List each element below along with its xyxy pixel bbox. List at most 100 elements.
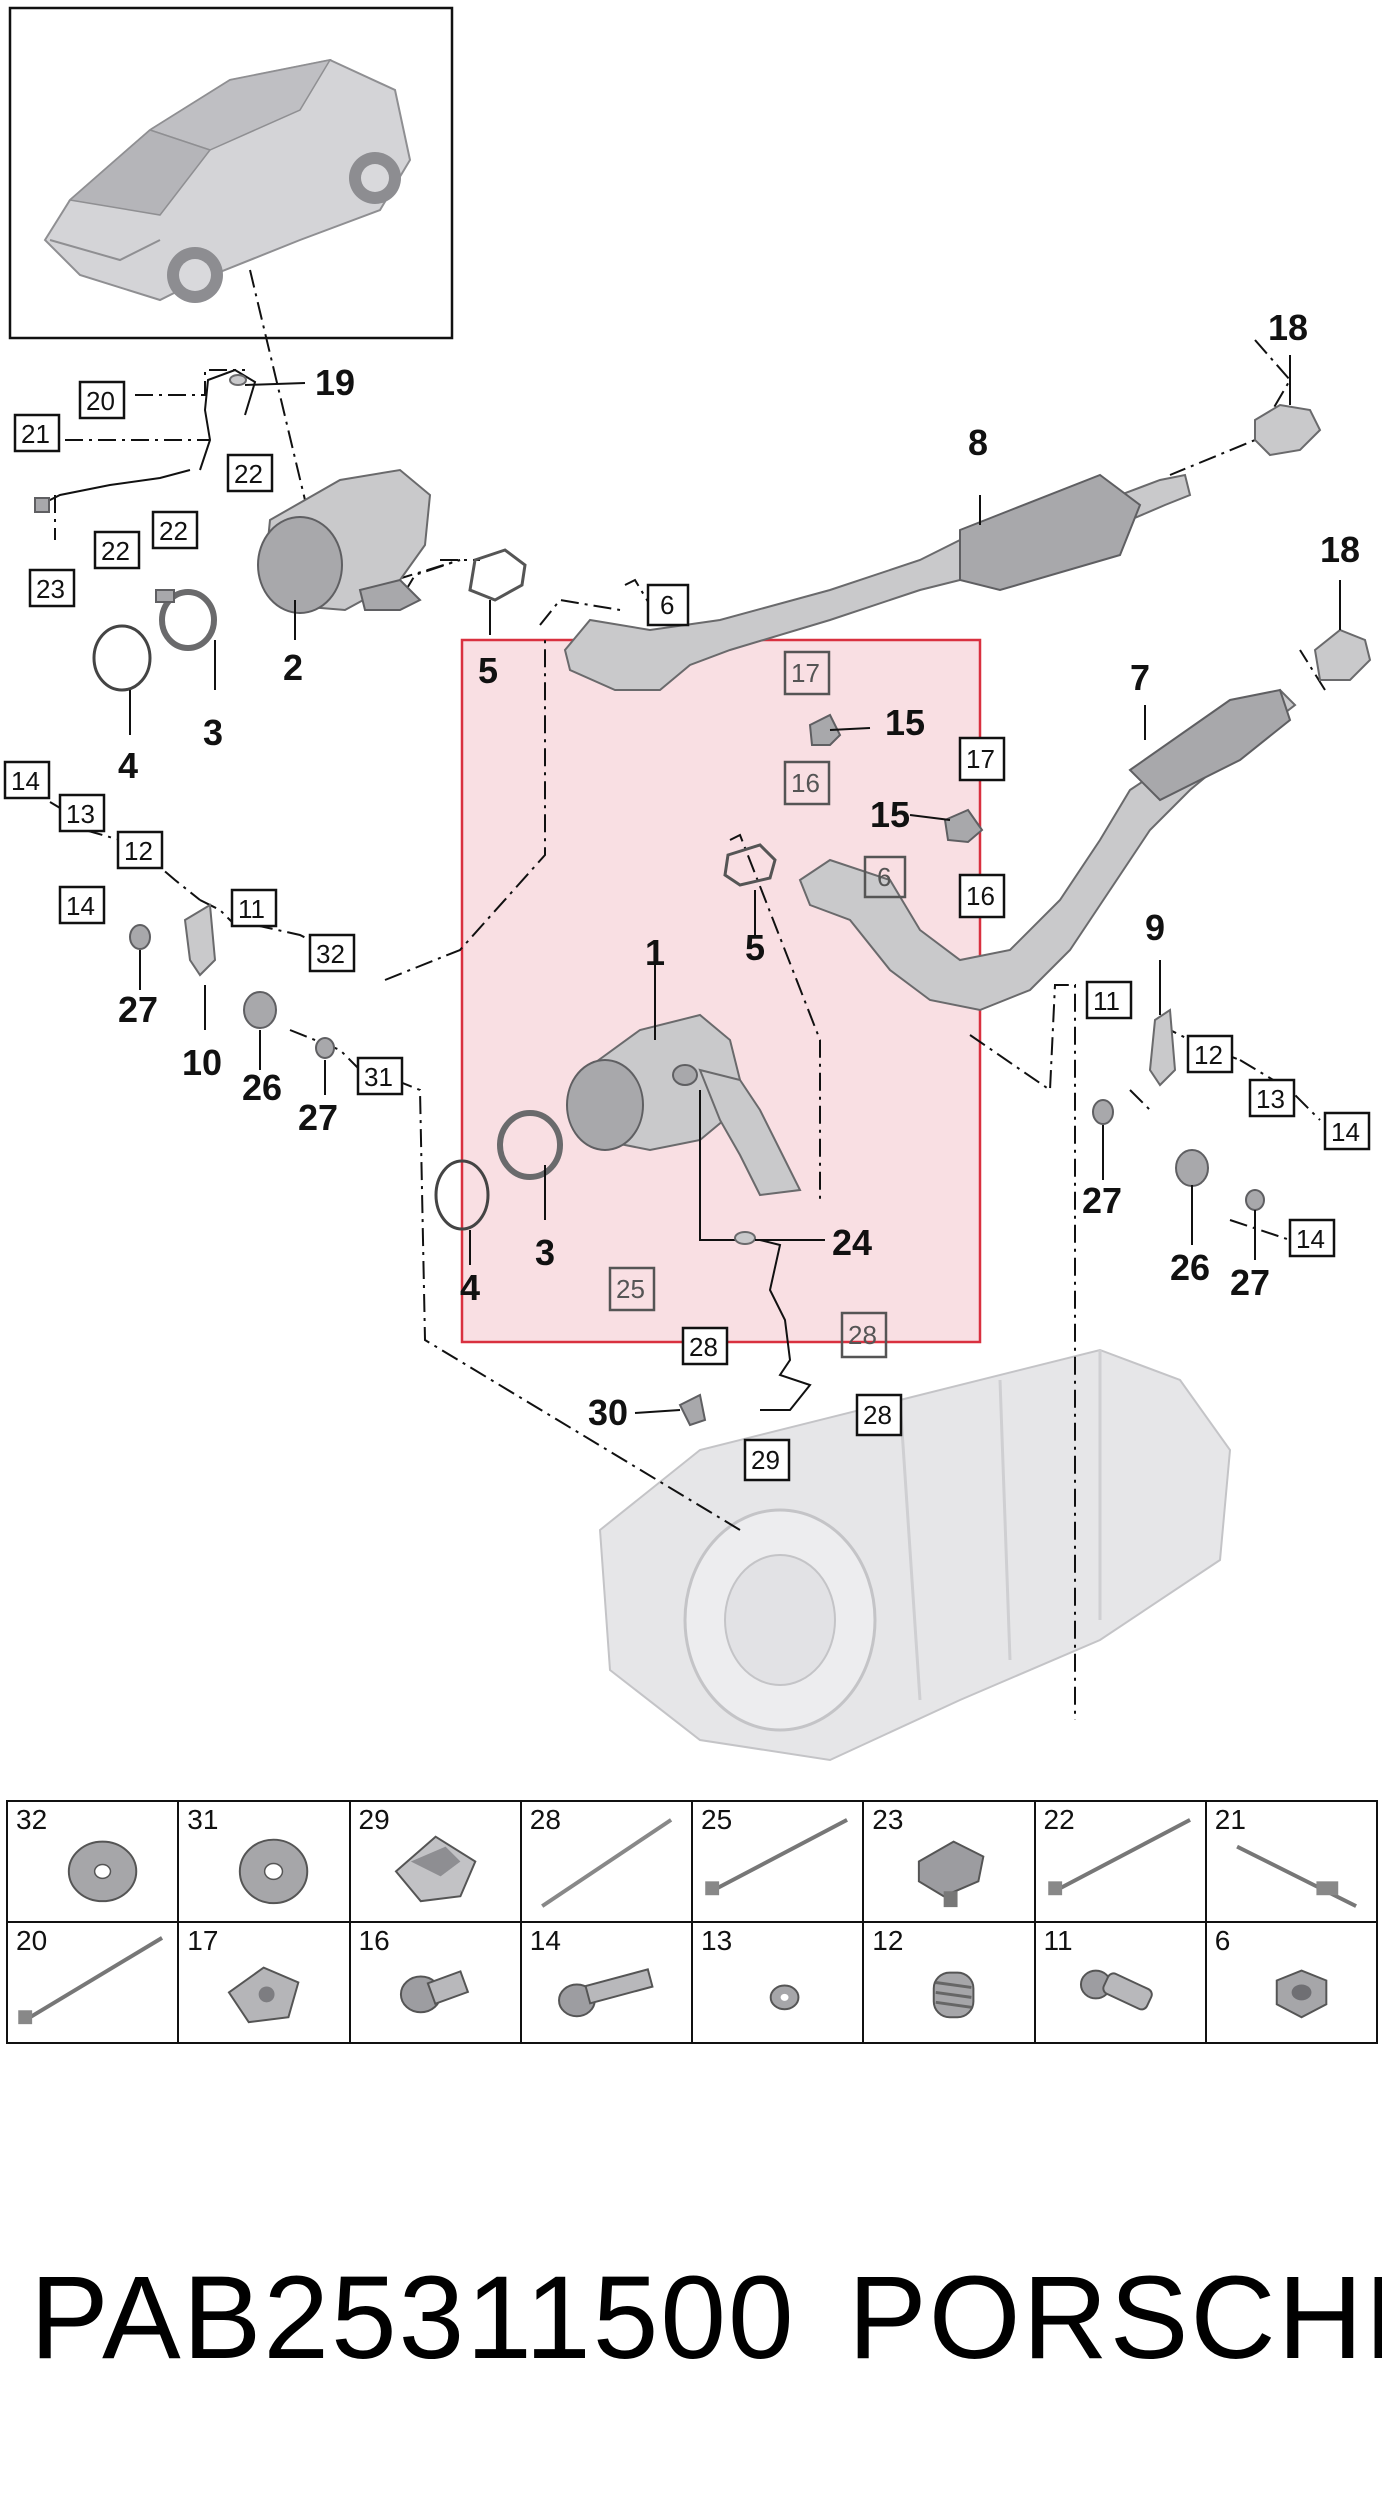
callout-2: 2 — [283, 647, 303, 688]
box-23: 23 — [28, 568, 76, 608]
box-21: 21 — [13, 413, 61, 453]
solid-leaders — [129, 355, 1341, 1414]
callout-10: 10 — [182, 1042, 222, 1083]
box-20: 20 — [78, 380, 126, 420]
svg-text:14: 14 — [1331, 1117, 1360, 1147]
box-12-a: 12 — [116, 830, 164, 870]
washer-icon — [769, 1984, 800, 2011]
brand-label: PORSCHE — [848, 2252, 1382, 2384]
box-14-a: 14 — [3, 760, 51, 800]
box-25: 25 — [608, 1266, 656, 1312]
svg-text:28: 28 — [689, 1332, 718, 1362]
box-28-c: 28 — [855, 1393, 903, 1437]
part-code-label: PAB25311500 — [30, 2252, 796, 2384]
svg-text:14: 14 — [66, 891, 95, 921]
clip-nut-icon — [227, 1966, 300, 2024]
parts-row-2: 20 17 16 14 — [5, 1921, 1379, 2044]
clamp-3-top — [155, 589, 217, 651]
svg-text:17: 17 — [966, 744, 995, 774]
svg-text:13: 13 — [66, 799, 95, 829]
box-11-b: 11 — [1085, 980, 1133, 1020]
hardware-right — [1092, 1008, 1265, 1211]
connector-icon — [918, 1840, 985, 1908]
cable-tie-icon — [1047, 1818, 1191, 1896]
washer-icon — [239, 1838, 309, 1905]
svg-text:12: 12 — [124, 836, 153, 866]
callout-18-top: 18 — [1268, 307, 1308, 348]
ring-4-top — [92, 624, 152, 692]
sensor-24 — [699, 1090, 812, 1411]
callout-30: 30 — [588, 1392, 628, 1433]
part-cell-31: 31 — [177, 1800, 351, 1923]
box-16-b: 16 — [958, 873, 1006, 919]
svg-text:21: 21 — [21, 419, 50, 449]
part-number: 11 — [1043, 1925, 1073, 1956]
pipe-7 — [798, 688, 1297, 1012]
box-29: 29 — [743, 1438, 791, 1482]
part-cell-21: 21 — [1204, 1800, 1379, 1923]
svg-text:6: 6 — [660, 590, 674, 620]
callout-5-bottom: 5 — [745, 927, 765, 968]
part-number: 21 — [1214, 1804, 1246, 1835]
svg-text:32: 32 — [316, 939, 345, 969]
callout-4-top: 4 — [118, 745, 138, 786]
svg-text:13: 13 — [1256, 1084, 1285, 1114]
part-cell-22: 22 — [1033, 1800, 1207, 1923]
clip-icon — [394, 1835, 477, 1903]
callout-15-a: 15 — [885, 702, 925, 743]
sensor-19 — [34, 368, 257, 513]
svg-text:29: 29 — [751, 1445, 780, 1475]
callout-18-bottom: 18 — [1320, 529, 1360, 570]
cable-tie-icon — [540, 1818, 672, 1908]
box-16-a: 16 — [783, 760, 831, 806]
part-cell-11: 11 — [1033, 1921, 1207, 2044]
part-number: 20 — [16, 1925, 48, 1956]
part-cell-29: 29 — [348, 1800, 522, 1923]
svg-text:14: 14 — [1296, 1224, 1325, 1254]
gasket-5-top — [468, 548, 527, 602]
callout-19: 19 — [315, 362, 355, 403]
svg-text:22: 22 — [234, 459, 263, 489]
svg-text:28: 28 — [848, 1320, 877, 1350]
part-number: 14 — [529, 1925, 561, 1956]
callout-numbers: 1 2 3 3 4 4 5 5 7 8 9 10 15 15 18 18 19 … — [118, 307, 1360, 1433]
svg-text:22: 22 — [159, 516, 188, 546]
boxed-callouts: 20 21 22 22 22 23 6 6 17 17 16 16 14 13 … — [3, 380, 1371, 1482]
part-cell-32: 32 — [5, 1800, 180, 1923]
box-32: 32 — [308, 933, 356, 973]
part-cell-28: 28 — [519, 1800, 694, 1923]
spring-icon — [933, 1971, 975, 2019]
box-28-a: 28 — [681, 1326, 729, 1366]
exhaust-system-diagram: 1 2 3 3 4 4 5 5 7 8 9 10 15 15 18 18 19 … — [3, 6, 1372, 1762]
svg-text:23: 23 — [36, 574, 65, 604]
box-22-b: 22 — [151, 510, 199, 550]
part-cell-13: 13 — [690, 1921, 865, 2044]
callout-26-left: 26 — [242, 1067, 282, 1108]
part-number: 6 — [1214, 1925, 1231, 1956]
part-number: 25 — [701, 1804, 733, 1835]
part-cell-16: 16 — [348, 1921, 522, 2044]
hex-nut-icon — [1275, 1969, 1328, 2019]
part-cell-14: 14 — [519, 1921, 694, 2044]
callout-15-b: 15 — [870, 794, 910, 835]
bolt-icon — [557, 1968, 654, 2018]
part-cell-20: 20 — [5, 1921, 180, 2044]
box-14-c: 14 — [1323, 1111, 1371, 1151]
svg-text:6: 6 — [877, 862, 891, 892]
callout-27-a: 27 — [118, 989, 158, 1030]
callout-26-right: 26 — [1170, 1247, 1210, 1288]
box-13-a: 13 — [58, 793, 106, 833]
svg-text:25: 25 — [616, 1274, 645, 1304]
catalytic-converter-2 — [257, 468, 432, 614]
box-28-b: 28 — [840, 1311, 888, 1359]
callout-8: 8 — [968, 422, 988, 463]
bracket-30 — [678, 1393, 707, 1427]
callout-1: 1 — [645, 932, 665, 973]
callout-5-top: 5 — [478, 650, 498, 691]
box-6-a: 6 — [646, 583, 690, 627]
tip-18-top — [1254, 403, 1322, 457]
parts-table: 32 31 29 28 25 — [5, 1800, 1379, 2044]
bracket-15a — [808, 713, 842, 746]
box-17-a: 17 — [783, 650, 831, 696]
box-22-c: 22 — [93, 530, 141, 570]
